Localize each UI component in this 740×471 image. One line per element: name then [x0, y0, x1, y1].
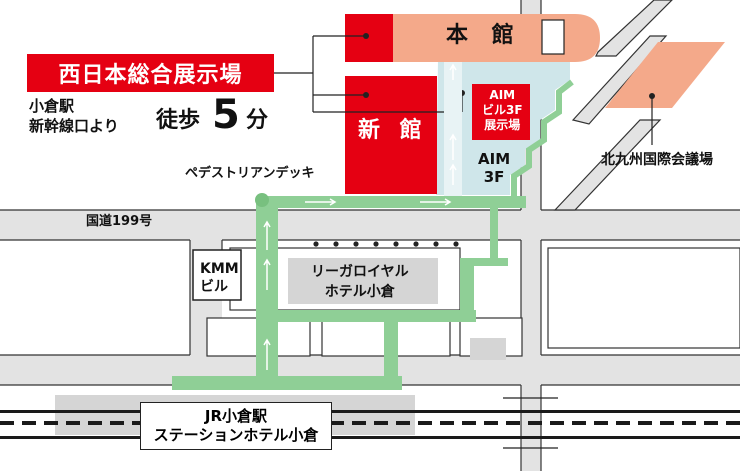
kmm-line2: ビル — [200, 278, 228, 295]
honkan-label: 本 館 — [446, 23, 522, 48]
aim-expo-line3: 展示場 — [484, 118, 521, 132]
kitakyushu-convention-building — [605, 42, 725, 108]
access-exit: 新幹線口より — [29, 117, 119, 135]
rihga-line1: リーガロイヤル — [311, 264, 409, 280]
honkan-red-section — [345, 14, 393, 62]
aim-3f-line1: AIM — [478, 150, 511, 168]
route-199 — [0, 210, 740, 240]
shinkan-label: 新 館 — [358, 118, 428, 143]
walk-unit: 分 — [246, 108, 269, 133]
deck-node — [255, 193, 269, 207]
shinkan-building — [345, 76, 437, 194]
station-label: JR小倉駅 ステーションホテル小倉 — [140, 402, 332, 450]
rihga-line2: ホテル小倉 — [324, 283, 395, 300]
diagonal-road-mid — [571, 35, 668, 125]
kmm-building — [192, 249, 242, 301]
railway — [0, 410, 740, 439]
walk-minutes: 5 — [212, 92, 240, 138]
aim-expo-line2: ビル3F — [482, 103, 523, 117]
venue-title: 西日本総合展示場 — [27, 54, 274, 92]
parking-lot — [470, 338, 506, 360]
station-line2: ステーションホテル小倉 — [153, 426, 319, 444]
station-line1: JR小倉駅 — [204, 406, 268, 425]
walk-label: 徒歩 — [156, 108, 201, 133]
diagonal-road-upper — [595, 0, 673, 57]
gray-buildings — [55, 258, 506, 435]
kitakyushu-convention-label: 北九州国際会議場 — [601, 152, 713, 168]
walkway-network — [172, 62, 574, 390]
diagonal-road-lower — [553, 119, 662, 211]
aim-3f-label: AIM 3F — [478, 150, 510, 186]
access-station: 小倉駅 — [29, 97, 75, 115]
aim-expo-label: AIM ビル3F 展示場 — [482, 88, 523, 133]
rihga-dots — [313, 241, 459, 247]
route-arrows — [263, 63, 457, 370]
aim-3f-line2: 3F — [483, 168, 505, 186]
title-leaders — [274, 35, 463, 113]
aim-expo-box — [472, 84, 530, 140]
kmm-label: KMM ビル — [200, 261, 239, 296]
honkan-door — [541, 19, 565, 55]
kmm-line1: KMM — [200, 261, 239, 277]
road-overpass — [503, 397, 558, 449]
aim-expo-line1: AIM — [489, 88, 516, 102]
rihga-label: リーガロイヤル ホテル小倉 — [311, 263, 409, 302]
pedestrian-deck-label: ペデストリアンデッキ — [185, 166, 315, 181]
rihga-building — [288, 258, 438, 304]
route-199-label: 国道199号 — [86, 214, 153, 229]
